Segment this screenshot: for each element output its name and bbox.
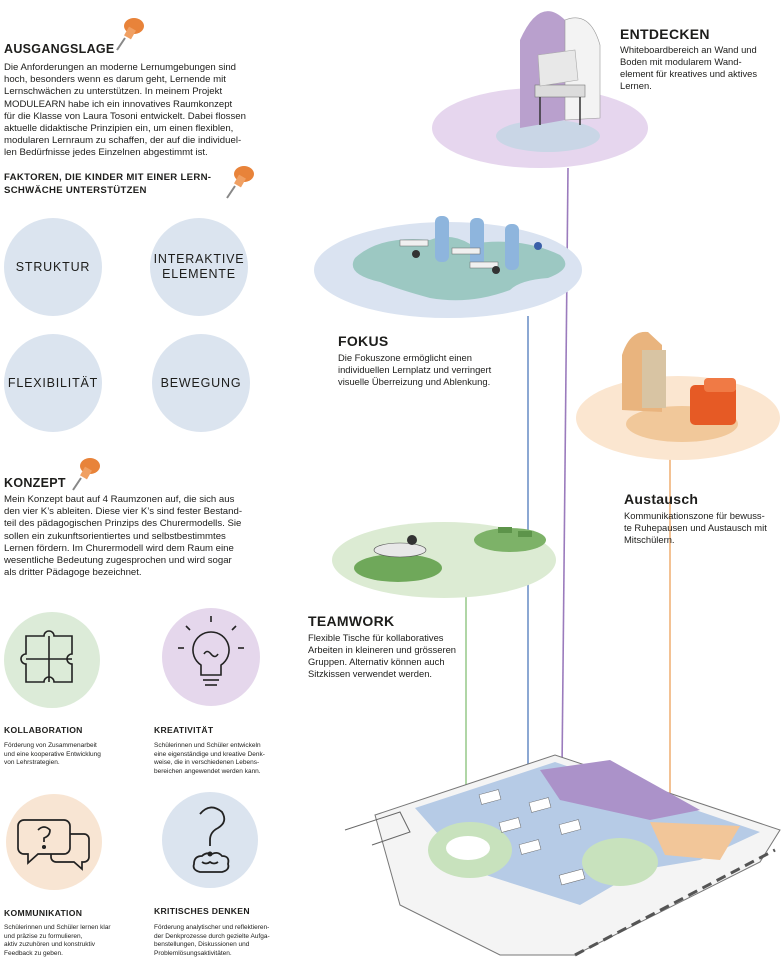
factor-circle-bewegung: BEWEGUNG xyxy=(152,334,250,432)
kommunikation-circle xyxy=(6,794,102,890)
question-brain-icon xyxy=(192,806,230,873)
zone-austausch-text: Kommunikationszone für bewuss- te Ruhepa… xyxy=(624,510,767,545)
austausch-zone-model xyxy=(576,331,780,460)
konzept-title: KONZEPT xyxy=(4,476,66,490)
faktoren-title: FAKTOREN, DIE KINDER MIT EINER LERN- SCH… xyxy=(4,172,212,196)
speech-bubbles-icon xyxy=(17,819,90,871)
pushpin-icon xyxy=(112,12,148,52)
zone-austausch-title: Austausch xyxy=(624,491,699,507)
entdecken-zone-model xyxy=(432,11,648,168)
floor-plan xyxy=(344,754,781,957)
factor-circle-struktur: STRUKTUR xyxy=(4,218,102,316)
kritisches-denken-circle xyxy=(162,792,258,888)
kommunikation-text: Schülerinnen und Schüler lernen klar und… xyxy=(4,924,111,957)
pushpin-icon xyxy=(222,160,258,200)
zone-entdecken-title: ENTDECKEN xyxy=(620,26,710,42)
kreativitaet-title: KREATIVITÄT xyxy=(154,725,214,735)
konzept-text: Mein Konzept baut auf 4 Raumzonen auf, d… xyxy=(4,494,243,579)
kollaboration-text: Förderung von Zusammenarbeit und eine ko… xyxy=(4,742,101,767)
factor-circle-flexibilitaet: FLEXIBILITÄT xyxy=(4,334,102,432)
kommunikation-title: KOMMUNIKATION xyxy=(4,908,83,918)
kollaboration-circle xyxy=(4,612,100,708)
zone-teamwork-title: TEAMWORK xyxy=(308,613,395,629)
kritisches-denken-text: Förderung analytischer und reflektieren-… xyxy=(154,924,270,957)
pushpin-icon xyxy=(68,452,104,492)
teamwork-zone-model xyxy=(332,522,556,598)
zone-fokus-title: FOKUS xyxy=(338,333,389,349)
kollaboration-title: KOLLABORATION xyxy=(4,725,83,735)
zone-fokus-text: Die Fokuszone ermöglicht einen individue… xyxy=(338,352,492,387)
lightbulb-icon xyxy=(178,616,244,686)
kreativitaet-circle xyxy=(162,608,260,706)
puzzle-icon xyxy=(20,630,73,683)
zone-teamwork-text: Flexible Tische für kollaboratives Arbei… xyxy=(308,632,457,679)
ausgangslage-text: Die Anforderungen an moderne Lernumgebun… xyxy=(4,62,246,159)
kritisches-denken-title: KRITISCHES DENKEN xyxy=(154,906,250,916)
ausgangslage-title: AUSGANGSLAGE xyxy=(4,42,115,56)
zone-entdecken-text: Whiteboardbereich an Wand und Boden mit … xyxy=(620,44,758,91)
fokus-zone-model xyxy=(314,216,582,318)
kreativitaet-text: Schülerinnen und Schüler entwickeln eine… xyxy=(154,742,265,775)
